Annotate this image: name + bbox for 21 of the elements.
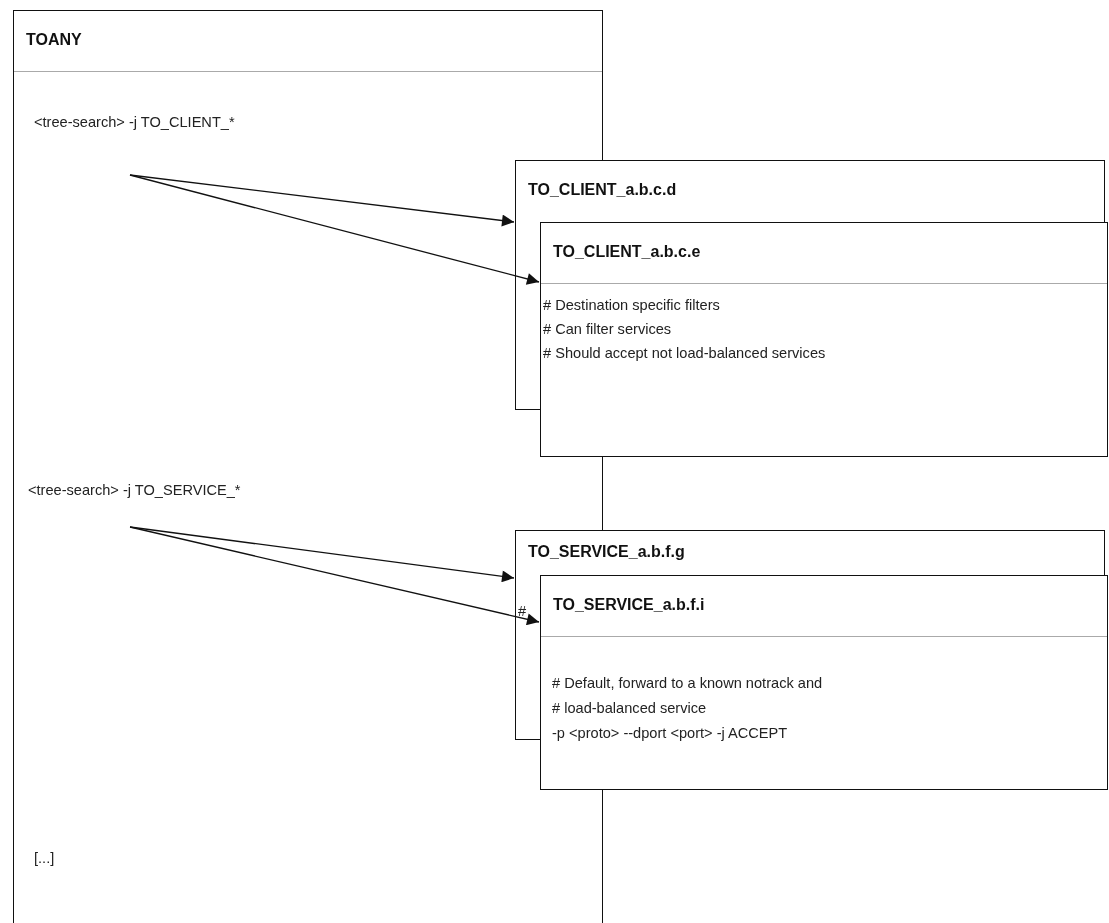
- arrow: [129, 174, 540, 285]
- table-box: [540, 222, 1108, 457]
- box-title: TO_CLIENT_a.b.c.e: [553, 243, 701, 261]
- table-box: [540, 575, 1108, 790]
- code-text: [...]: [34, 849, 55, 867]
- code-text: <tree-search> -j TO_SERVICE_*: [28, 481, 241, 499]
- code-text: -p <proto> --dport <port> -j ACCEPT: [552, 724, 788, 742]
- table-box: [515, 160, 1105, 222]
- box-title: TO_SERVICE_a.b.f.g: [528, 543, 685, 561]
- code-text: # Default, forward to a known notrack and: [552, 674, 823, 692]
- code-text: # Should accept not load-balanced services: [543, 344, 826, 362]
- code-text: # Can filter services: [543, 320, 672, 338]
- box-title: TO_SERVICE_a.b.f.i: [553, 596, 705, 614]
- code-text: # load-balanced service: [552, 699, 707, 717]
- code-text: #: [518, 602, 527, 620]
- arrow: [129, 526, 540, 626]
- code-text: # Destination specific filters: [543, 296, 720, 314]
- box-title: TO_CLIENT_a.b.c.d: [528, 181, 677, 199]
- code-text: <tree-search> -j TO_CLIENT_*: [34, 113, 235, 131]
- box-title: TOANY: [26, 31, 82, 49]
- table-box: [515, 530, 1105, 576]
